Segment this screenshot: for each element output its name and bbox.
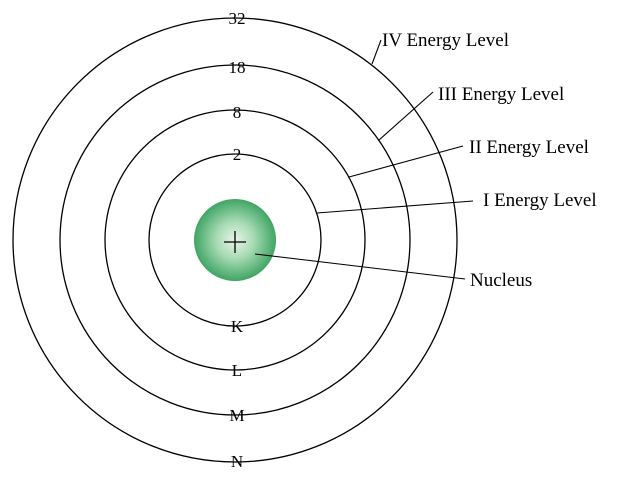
plus-icon [224, 231, 246, 253]
capacity-fourth: 32 [229, 9, 246, 28]
shell-n: N [231, 452, 243, 471]
shell-k: K [231, 317, 244, 336]
shell-l: L [232, 361, 242, 380]
orbit-n [12, 17, 458, 463]
label-ii-energy-level: II Energy Level [469, 137, 589, 158]
label-nucleus: Nucleus [470, 270, 532, 291]
capacity-second: 8 [233, 103, 242, 122]
capacity-third: 18 [229, 58, 246, 77]
label-iii-energy-level: III Energy Level [438, 84, 564, 105]
label-i-energy-level: I Energy Level [483, 190, 597, 211]
leader-ii [348, 145, 464, 178]
shell-m: M [229, 406, 244, 425]
leader-i [316, 200, 474, 214]
orbit-m [59, 64, 411, 416]
orbit-l [104, 109, 366, 371]
capacity-first: 2 [233, 145, 242, 164]
label-iv-energy-level: IV Energy Level [382, 30, 509, 51]
leader-nucleus [254, 253, 466, 280]
leader-iii [378, 91, 434, 141]
orbit-k [148, 153, 322, 327]
leader-iv [371, 39, 382, 65]
